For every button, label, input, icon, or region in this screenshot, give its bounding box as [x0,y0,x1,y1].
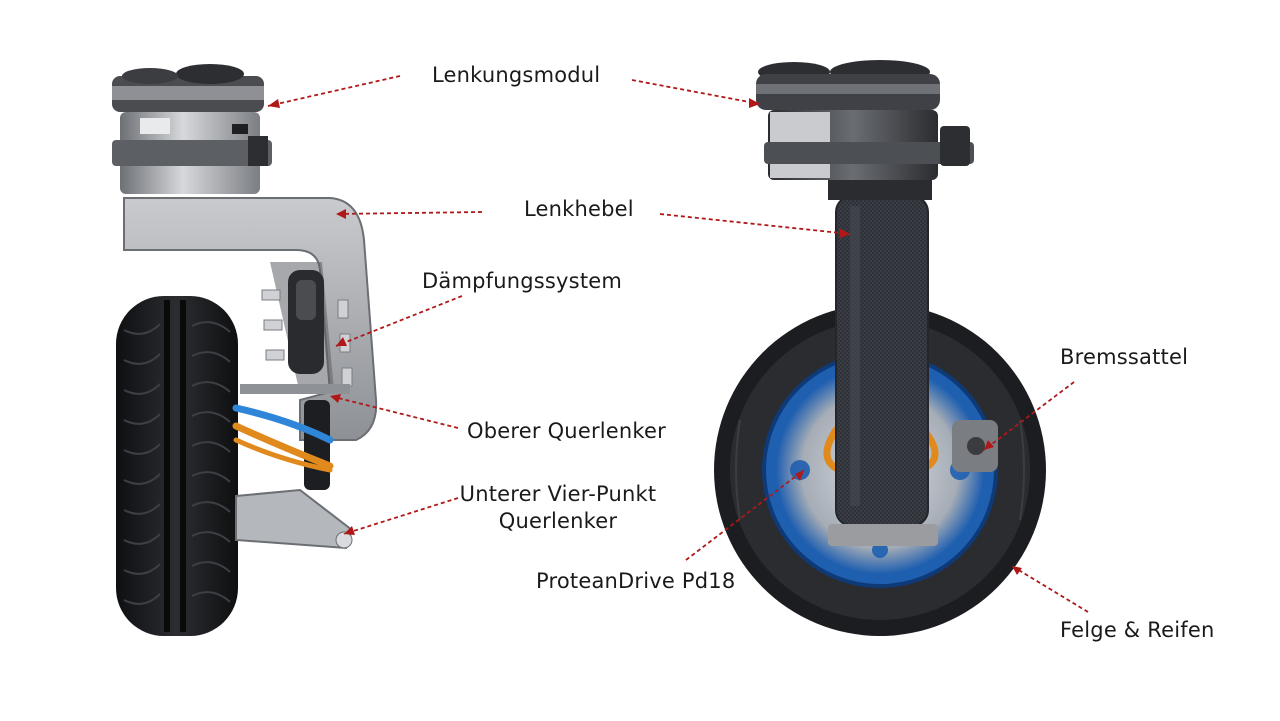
brake-caliper [952,420,998,472]
steering-lever-front [828,195,938,546]
label-lenkhebel: Lenkhebel [524,197,634,221]
steering-module-side [112,64,272,194]
label-unterer-querlenker-line2: Querlenker [498,509,618,533]
front-view-assembly [714,60,1046,636]
steering-module-front [756,60,974,200]
label-unterer-querlenker-line1: Unterer Vier-Punkt [459,482,657,506]
side-view-assembly [112,64,378,636]
label-bremssattel: Bremssattel [1060,345,1189,369]
label-felge-reifen: Felge & Reifen [1060,618,1215,642]
lower-wishbone-side [235,384,354,550]
label-lenkungsmodul: Lenkungsmodul [432,63,601,87]
cables-side [232,404,334,473]
label-oberer-querlenker: Oberer Querlenker [467,419,667,443]
leader-lines [267,75,1089,613]
label-proteandrive: ProteanDrive Pd18 [536,569,736,593]
leader-arrowheads [268,98,1022,575]
label-daempfungssystem: Dämpfungssystem [422,269,623,293]
tire-side-view [116,296,238,636]
